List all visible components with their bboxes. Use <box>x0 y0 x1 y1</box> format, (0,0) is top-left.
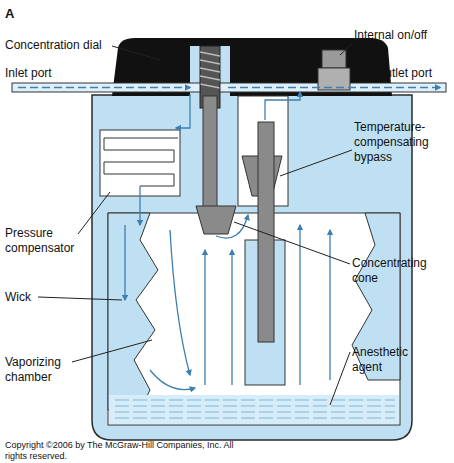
part-label: Anesthetic agent <box>352 345 432 375</box>
leader-lines <box>38 44 352 405</box>
leader-line <box>330 352 350 405</box>
thread-lines <box>200 52 220 88</box>
leader-line <box>78 192 110 234</box>
liquid-lines <box>115 400 395 418</box>
copyright-note: Copyright ©2006 by The McGraw-Hill Compa… <box>5 440 257 462</box>
concentrating-cone <box>196 206 236 234</box>
dial-rod <box>203 96 217 208</box>
leader-line <box>112 46 160 60</box>
leader-line <box>280 150 352 176</box>
anesthetic-liquid <box>109 395 399 424</box>
part-label: Pressure compensator <box>5 226 90 256</box>
wick-left <box>108 213 158 410</box>
part-label: Inlet port <box>5 66 95 81</box>
part-label: Wick <box>5 290 45 305</box>
part-label: Vaporizing chamber <box>5 355 80 385</box>
vaporizing-chamber <box>108 213 400 425</box>
part-label: Temperature-compensating bypass <box>354 120 452 165</box>
switch-body <box>318 68 350 90</box>
leader-line <box>38 297 122 300</box>
leader-line <box>234 222 350 264</box>
part-label: Outlet port <box>376 66 454 81</box>
part-label: Internal on/off switch <box>354 28 452 58</box>
part-label: Concentrating cone <box>352 256 450 286</box>
leader-line <box>340 44 352 55</box>
inlet-pipe <box>12 83 200 92</box>
panel-letter: A <box>5 6 35 21</box>
part-label: Concentration dial <box>5 38 135 53</box>
serpentine-path <box>104 138 178 186</box>
leader-line <box>72 340 152 362</box>
